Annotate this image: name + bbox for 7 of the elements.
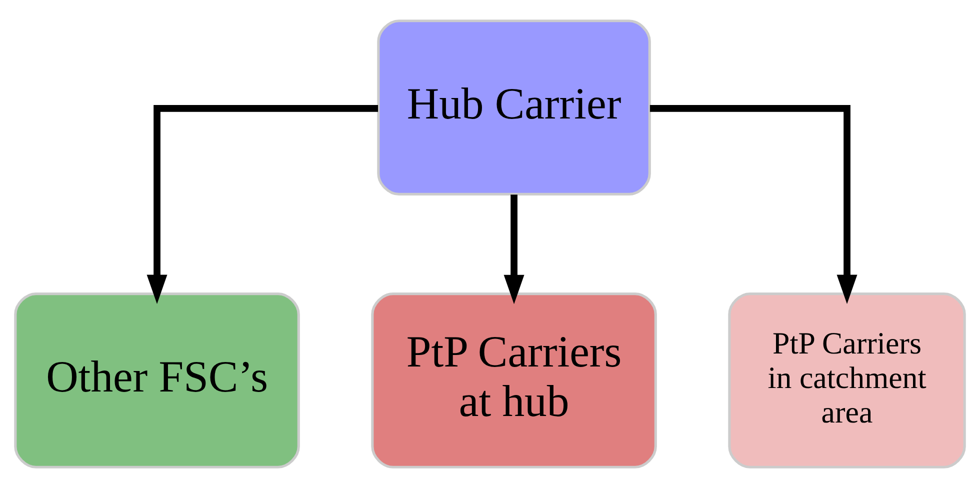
arrow bbox=[650, 104, 858, 304]
node-box: Other FSC’s bbox=[14, 292, 300, 468]
node-box: PtP Carriers at hub bbox=[371, 292, 657, 468]
arrow bbox=[504, 194, 524, 304]
node-box: PtP Carriers in catchment area bbox=[728, 292, 966, 468]
arrow bbox=[146, 104, 378, 304]
node-box: Hub Carrier bbox=[377, 20, 651, 196]
